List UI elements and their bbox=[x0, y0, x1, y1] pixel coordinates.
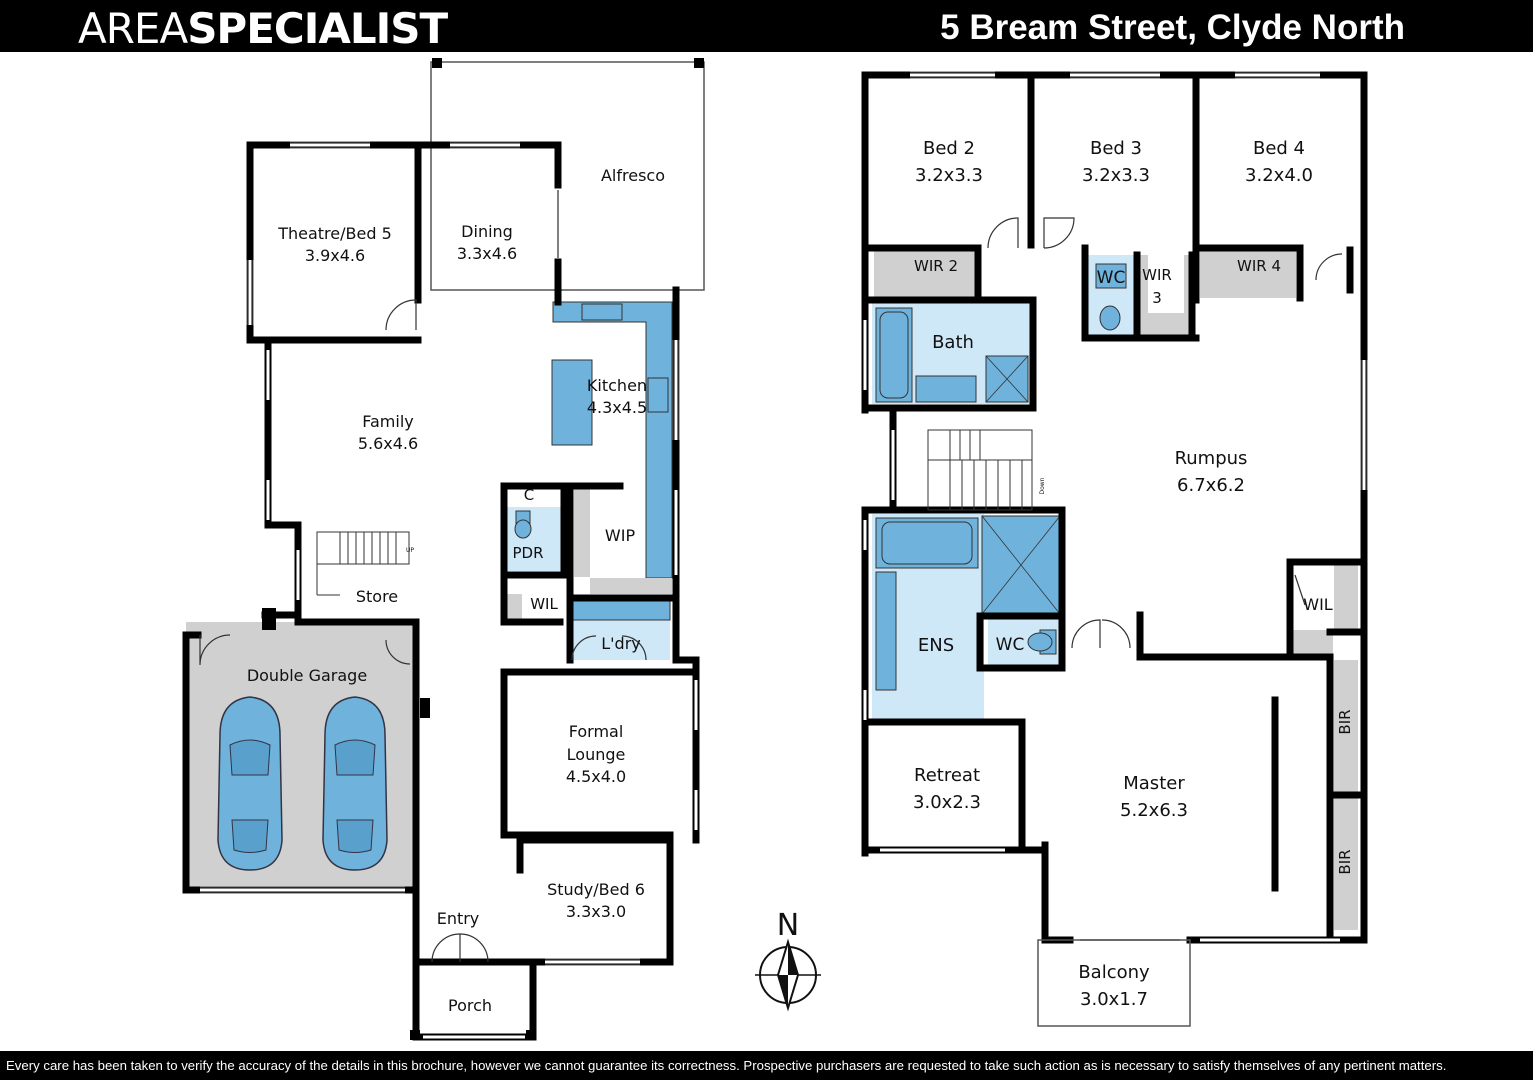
formal-lounge-label-2: Lounge bbox=[567, 745, 626, 764]
kitchen-size: 4.3x4.5 bbox=[587, 398, 647, 417]
wil-label: WIL bbox=[530, 595, 558, 613]
balcony-size: 3.0x1.7 bbox=[1080, 989, 1148, 1010]
compass-north-label: N bbox=[777, 908, 799, 943]
bed2-label: Bed 2 bbox=[923, 138, 975, 159]
pdr-label: PDR bbox=[512, 544, 543, 562]
brand-logo: AREASPECIALIST bbox=[78, 4, 448, 53]
first-floor: Bed 2 3.2x3.3 Bed 3 3.2x3.3 Bed 4 3.2x4.… bbox=[861, 71, 1368, 1027]
laundry-label: L'dry bbox=[601, 634, 641, 653]
store-label: Store bbox=[356, 587, 398, 606]
retreat-label: Retreat bbox=[914, 765, 980, 786]
master-size: 5.2x6.3 bbox=[1120, 800, 1188, 821]
bed3-size: 3.2x3.3 bbox=[1082, 165, 1150, 186]
disclaimer-footer: Every care has been taken to verify the … bbox=[0, 1051, 1533, 1080]
formal-lounge-size: 4.5x4.0 bbox=[566, 767, 626, 786]
rumpus-label: Rumpus bbox=[1175, 448, 1248, 469]
bir1-label: BIR bbox=[1336, 709, 1354, 734]
ens-label: ENS bbox=[918, 635, 954, 656]
bed4-size: 3.2x4.0 bbox=[1245, 165, 1313, 186]
retreat-size: 3.0x2.3 bbox=[913, 792, 981, 813]
wir2-label: WIR 2 bbox=[914, 257, 958, 275]
wc-upper-label: WC bbox=[1097, 268, 1126, 288]
kitchen-label: Kitchen bbox=[587, 376, 647, 395]
ground-floor: Theatre/Bed 5 3.9x4.6 Dining 3.3x4.6 Alf… bbox=[182, 58, 705, 1041]
dining-size: 3.3x4.6 bbox=[457, 244, 517, 263]
garage-label: Double Garage bbox=[247, 666, 367, 685]
wip-label: WIP bbox=[605, 526, 636, 545]
family-size: 5.6x4.6 bbox=[358, 434, 418, 453]
bir2-label: BIR bbox=[1336, 849, 1354, 874]
study-size: 3.3x3.0 bbox=[566, 902, 626, 921]
balcony-label: Balcony bbox=[1078, 962, 1150, 983]
wir4-label: WIR 4 bbox=[1237, 257, 1281, 275]
car-icon bbox=[322, 696, 388, 871]
master-label: Master bbox=[1123, 773, 1185, 794]
compass-rose: N bbox=[755, 908, 821, 1012]
alfresco-label: Alfresco bbox=[601, 166, 665, 185]
theatre-size: 3.9x4.6 bbox=[305, 246, 365, 265]
property-address: 5 Bream Street, Clyde North bbox=[940, 8, 1405, 47]
wc-ens-label: WC bbox=[996, 635, 1025, 655]
bed4-label: Bed 4 bbox=[1253, 138, 1305, 159]
theatre-label: Theatre/Bed 5 bbox=[277, 224, 392, 243]
header-bar: AREASPECIALIST 5 Bream Street, Clyde Nor… bbox=[0, 0, 1533, 53]
stair-down-label: Down bbox=[1039, 477, 1046, 494]
entry-label: Entry bbox=[437, 909, 480, 928]
family-label: Family bbox=[362, 412, 413, 431]
stair-up-label: UP bbox=[406, 547, 414, 554]
bath-label: Bath bbox=[932, 332, 974, 353]
bed3-label: Bed 3 bbox=[1090, 138, 1142, 159]
wil-upper-label: WIL bbox=[1303, 595, 1333, 614]
car-icon bbox=[217, 696, 283, 871]
formal-lounge-label-1: Formal bbox=[569, 722, 624, 741]
wir3-label-1: WIR bbox=[1142, 266, 1172, 284]
cupboard-label: C bbox=[524, 486, 534, 504]
study-label: Study/Bed 6 bbox=[547, 880, 645, 899]
rumpus-size: 6.7x6.2 bbox=[1177, 475, 1245, 496]
wir3-label-2: 3 bbox=[1152, 289, 1162, 307]
porch-label: Porch bbox=[448, 996, 492, 1015]
dining-label: Dining bbox=[461, 222, 513, 241]
bed2-size: 3.2x3.3 bbox=[915, 165, 983, 186]
